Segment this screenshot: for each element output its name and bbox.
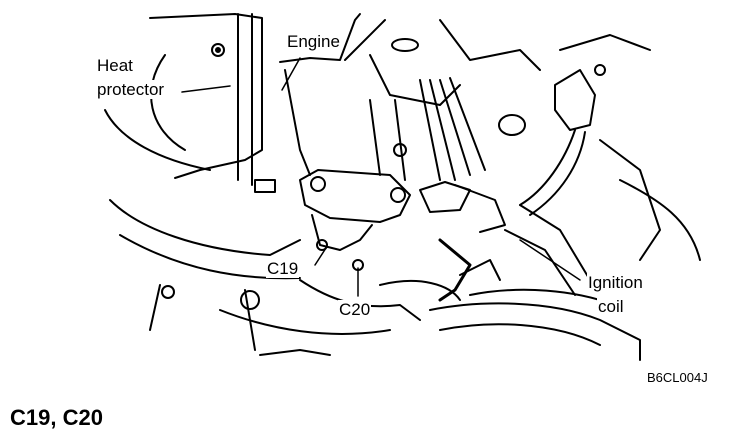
heat-protector-label-line2: protector: [96, 80, 166, 99]
heat-protector-label-line1: Heat: [96, 56, 134, 75]
figure-code: B6CL004J: [646, 370, 709, 385]
leader-ignition-coil: [519, 239, 581, 281]
coil-connector: [554, 69, 596, 131]
thermostat-housing: [299, 169, 411, 223]
leader-heat-protector: [181, 85, 231, 93]
figure-caption: C19, C20: [10, 405, 103, 430]
lower-hose: [429, 302, 641, 361]
vertical-pipe: [237, 13, 253, 186]
c19-label: C19: [266, 259, 300, 278]
c20-label: C20: [338, 300, 372, 319]
leader-c19: [314, 247, 327, 266]
engine-label: Engine: [286, 32, 341, 51]
ignition-coil: [519, 204, 591, 281]
spark-plug-leads: [419, 77, 486, 181]
heat-protector-bolt: [211, 43, 225, 57]
heat-protector-panel: [149, 13, 263, 179]
ignition-coil-label-line1: Ignition: [587, 273, 644, 292]
leader-engine: [281, 57, 301, 91]
ignition-coil-label-line2: coil: [597, 297, 625, 316]
lower-bracket: [109, 199, 301, 256]
